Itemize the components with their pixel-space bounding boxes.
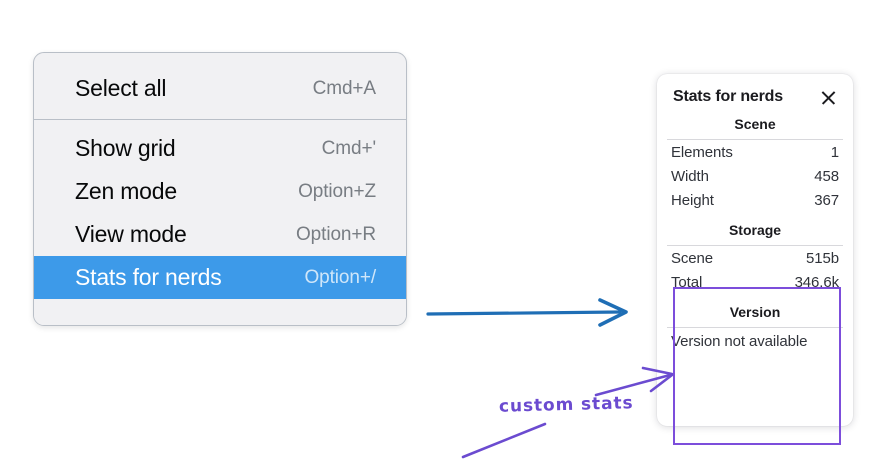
context-menu[interactable]: Select all Cmd+A Show grid Cmd+' Zen mod… [33,52,407,326]
menu-item-label: View mode [75,221,187,247]
stat-value: 367 [814,192,839,209]
menu-item-shortcut: Option+R [296,223,376,245]
section-heading: Version [729,304,781,320]
stats-section-version: Version Version not available [657,294,853,354]
stats-for-nerds-panel[interactable]: Stats for nerds Scene Elements 1 Width 4… [657,74,853,445]
stats-sections: Scene Elements 1 Width 458 Height 367 St… [657,106,853,445]
stat-row: Height 367 [657,188,853,212]
stat-value: 1 [830,144,839,161]
stat-key: Scene [671,250,714,267]
menu-item-shortcut: Option+Z [298,180,376,202]
section-heading: Scene [734,116,776,132]
stat-value: 515b [806,250,839,267]
stat-key: Height [671,192,714,209]
stats-section-scene: Scene Elements 1 Width 458 Height 367 [657,106,853,212]
blue-arrow-annotation [426,298,628,327]
menu-item-shortcut: Cmd+' [321,137,376,159]
menu-group-2: Show grid Cmd+' Zen mode Option+Z View m… [34,120,406,306]
stats-panel-title: Stats for nerds [673,88,783,105]
menu-item-zen-mode[interactable]: Zen mode Option+Z [34,170,406,213]
menu-item-view-mode[interactable]: View mode Option+R [34,213,406,256]
menu-item-label: Select all [75,75,167,101]
section-divider [667,245,843,246]
stat-key: Total [671,274,703,291]
menu-item-shortcut: Option+/ [304,266,376,288]
section-heading: Storage [728,222,782,238]
stat-row: Elements 1 [657,140,853,164]
stats-panel-header: Stats for nerds [657,74,853,106]
menu-item-select-all[interactable]: Select all Cmd+A [34,67,406,110]
menu-bottom-padding [34,306,406,325]
custom-stats-annotation-label: custom stats [498,393,634,417]
menu-item-show-grid[interactable]: Show grid Cmd+' [34,127,406,170]
stats-section-storage: Storage Scene 515b Total 346.6k [657,212,853,294]
purple-underline-stroke [461,422,547,459]
menu-group-1: Select all Cmd+A [34,59,406,119]
stat-key: Width [671,168,709,185]
menu-item-label: Show grid [75,135,176,161]
menu-item-label: Stats for nerds [75,264,222,290]
section-divider [667,327,843,328]
close-icon[interactable] [820,89,837,106]
stat-value: 458 [814,168,839,185]
version-value: Version not available [671,333,808,350]
stat-row: Scene 515b [657,246,853,270]
section-divider [667,139,843,140]
stat-value: 346.6k [794,274,840,291]
stat-row: Width 458 [657,164,853,188]
menu-item-stats-for-nerds[interactable]: Stats for nerds Option+/ [34,256,406,299]
menu-separator [34,119,406,120]
stat-row: Total 346.6k [657,270,853,294]
menu-item-shortcut: Cmd+A [312,77,376,99]
stat-key: Elements [671,144,733,161]
menu-item-label: Zen mode [75,178,177,204]
